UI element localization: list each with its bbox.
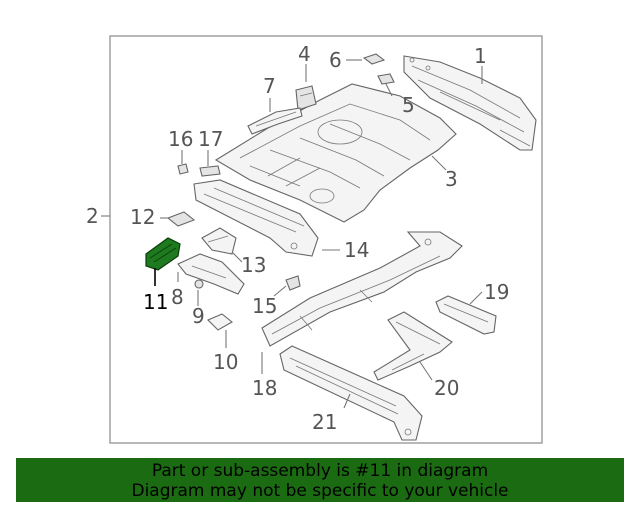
info-banner: Part or sub-assembly is #11 in diagram D… — [16, 458, 624, 502]
part-4-bracket[interactable] — [295, 85, 317, 111]
part-1-rear-panel[interactable] — [403, 55, 537, 151]
callout-15: 15 — [252, 294, 277, 318]
part-7-member[interactable] — [247, 107, 303, 135]
callout-2: 2 — [86, 204, 99, 228]
callout-20: 20 — [434, 376, 459, 400]
callout-4: 4 — [298, 42, 311, 66]
callout-13: 13 — [241, 253, 266, 277]
callout-8: 8 — [171, 285, 184, 309]
callout-21: 21 — [312, 410, 337, 434]
part-6-clip[interactable] — [362, 53, 386, 65]
part-3-floor-pan[interactable] — [214, 83, 457, 223]
callout-14: 14 — [344, 238, 369, 262]
callout-16: 16 — [168, 127, 193, 151]
part-18-side-member[interactable] — [261, 231, 463, 347]
part-13-bracket[interactable] — [201, 227, 237, 255]
part-16-clip[interactable] — [177, 163, 189, 175]
callout-17: 17 — [198, 127, 223, 151]
part-21-crossmember[interactable] — [279, 345, 423, 441]
part-9-stud[interactable] — [194, 279, 204, 289]
part-12-bracket[interactable] — [166, 211, 196, 227]
part-11-highlighted[interactable] — [145, 237, 181, 271]
callout-18: 18 — [252, 376, 277, 400]
callout-5: 5 — [402, 93, 415, 117]
part-10-bracket[interactable] — [207, 313, 233, 331]
part-5-clip[interactable] — [377, 73, 395, 85]
callout-10: 10 — [213, 350, 238, 374]
callout-9: 9 — [192, 304, 205, 328]
callout-11-highlighted: 11 — [143, 290, 168, 314]
callout-1: 1 — [474, 44, 487, 68]
banner-line-1: Part or sub-assembly is #11 in diagram — [151, 461, 489, 481]
banner-line-2: Diagram may not be specific to your vehi… — [131, 481, 509, 501]
part-15-clip[interactable] — [285, 275, 301, 291]
part-14-crossmember[interactable] — [193, 179, 319, 257]
part-8-bracket[interactable] — [177, 253, 245, 295]
parts-diagram: 1 2 3 4 5 6 7 8 9 10 11 12 13 14 15 16 1… — [86, 35, 543, 444]
part-19-bracket[interactable] — [435, 295, 497, 335]
callout-6: 6 — [329, 48, 342, 72]
part-20-member[interactable] — [373, 311, 453, 381]
part-17-bracket[interactable] — [199, 165, 221, 177]
callout-3: 3 — [445, 167, 458, 191]
callout-19: 19 — [484, 280, 509, 304]
callout-7: 7 — [263, 74, 276, 98]
callout-12: 12 — [130, 205, 155, 229]
